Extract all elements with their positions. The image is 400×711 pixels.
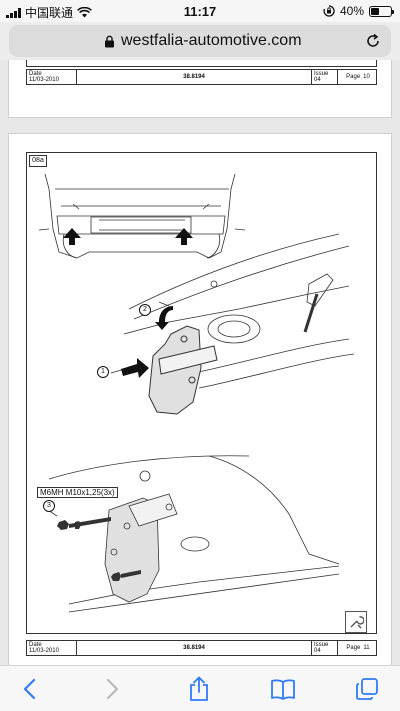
final-assembly-view (48, 455, 340, 613)
page-number: 10 (363, 74, 370, 80)
issue-label: Issue (314, 642, 329, 648)
signal-icon (6, 7, 21, 18)
rear-vehicle-view (38, 173, 246, 259)
status-bar: 中国联通 11:17 40% (0, 0, 400, 22)
tabs-icon (356, 678, 378, 700)
tool-symbol-icon (345, 611, 367, 633)
back-icon (23, 678, 36, 700)
callout-2: 2 (139, 304, 151, 316)
bolt-specification: M6MH M10x1,25(3x) (37, 487, 118, 498)
carrier-area: 中国联通 (6, 4, 92, 21)
page-number: 11 (363, 645, 370, 651)
carrier-name: 中国联通 (25, 6, 74, 20)
bolts (57, 517, 141, 581)
callout-3: 3 (43, 500, 55, 512)
date-value: 11/03-2010 (29, 648, 59, 654)
battery-icon (369, 5, 394, 17)
step-number: 08a (29, 155, 47, 167)
installation-drawing (38, 173, 355, 613)
battery-area: 40% (323, 4, 394, 18)
document-number: 38.8194 (183, 74, 205, 80)
share-icon (190, 676, 208, 701)
document-number: 38.8194 (183, 645, 205, 651)
tabs-button[interactable] (354, 676, 380, 702)
issue-value: 04 (314, 77, 321, 83)
mounting-detail-view (123, 233, 355, 389)
lock-icon (105, 35, 114, 48)
clock: 11:17 (183, 4, 217, 19)
date-value: 11/03-2010 (29, 77, 59, 83)
arrow-rotate (155, 306, 173, 330)
reload-icon[interactable] (364, 32, 382, 50)
arrows (63, 228, 193, 378)
orientation-lock-icon (323, 5, 335, 17)
date-label: Date (29, 71, 42, 77)
arrow-push (121, 358, 149, 378)
bookmarks-icon (271, 679, 295, 700)
browser-toolbar (0, 665, 400, 711)
callout-1: 1 (97, 366, 109, 378)
page-label: Page (346, 74, 361, 80)
forward-button[interactable] (100, 676, 126, 702)
issue-value: 04 (314, 648, 321, 654)
share-button[interactable] (186, 676, 212, 702)
date-label: Date (29, 642, 42, 648)
forward-icon (106, 678, 119, 700)
back-button[interactable] (16, 676, 42, 702)
page-frame (26, 60, 377, 67)
towbar-bracket-upper (148, 325, 218, 415)
address-bar[interactable]: westfalia-automotive.com (9, 25, 391, 57)
page-label: Page (346, 645, 361, 651)
url-text[interactable]: westfalia-automotive.com (121, 32, 302, 49)
issue-label: Issue (314, 71, 329, 77)
wifi-icon (77, 7, 92, 18)
bookmarks-button[interactable] (270, 676, 296, 702)
battery-percent: 40% (339, 4, 364, 18)
page-frame (26, 152, 377, 634)
